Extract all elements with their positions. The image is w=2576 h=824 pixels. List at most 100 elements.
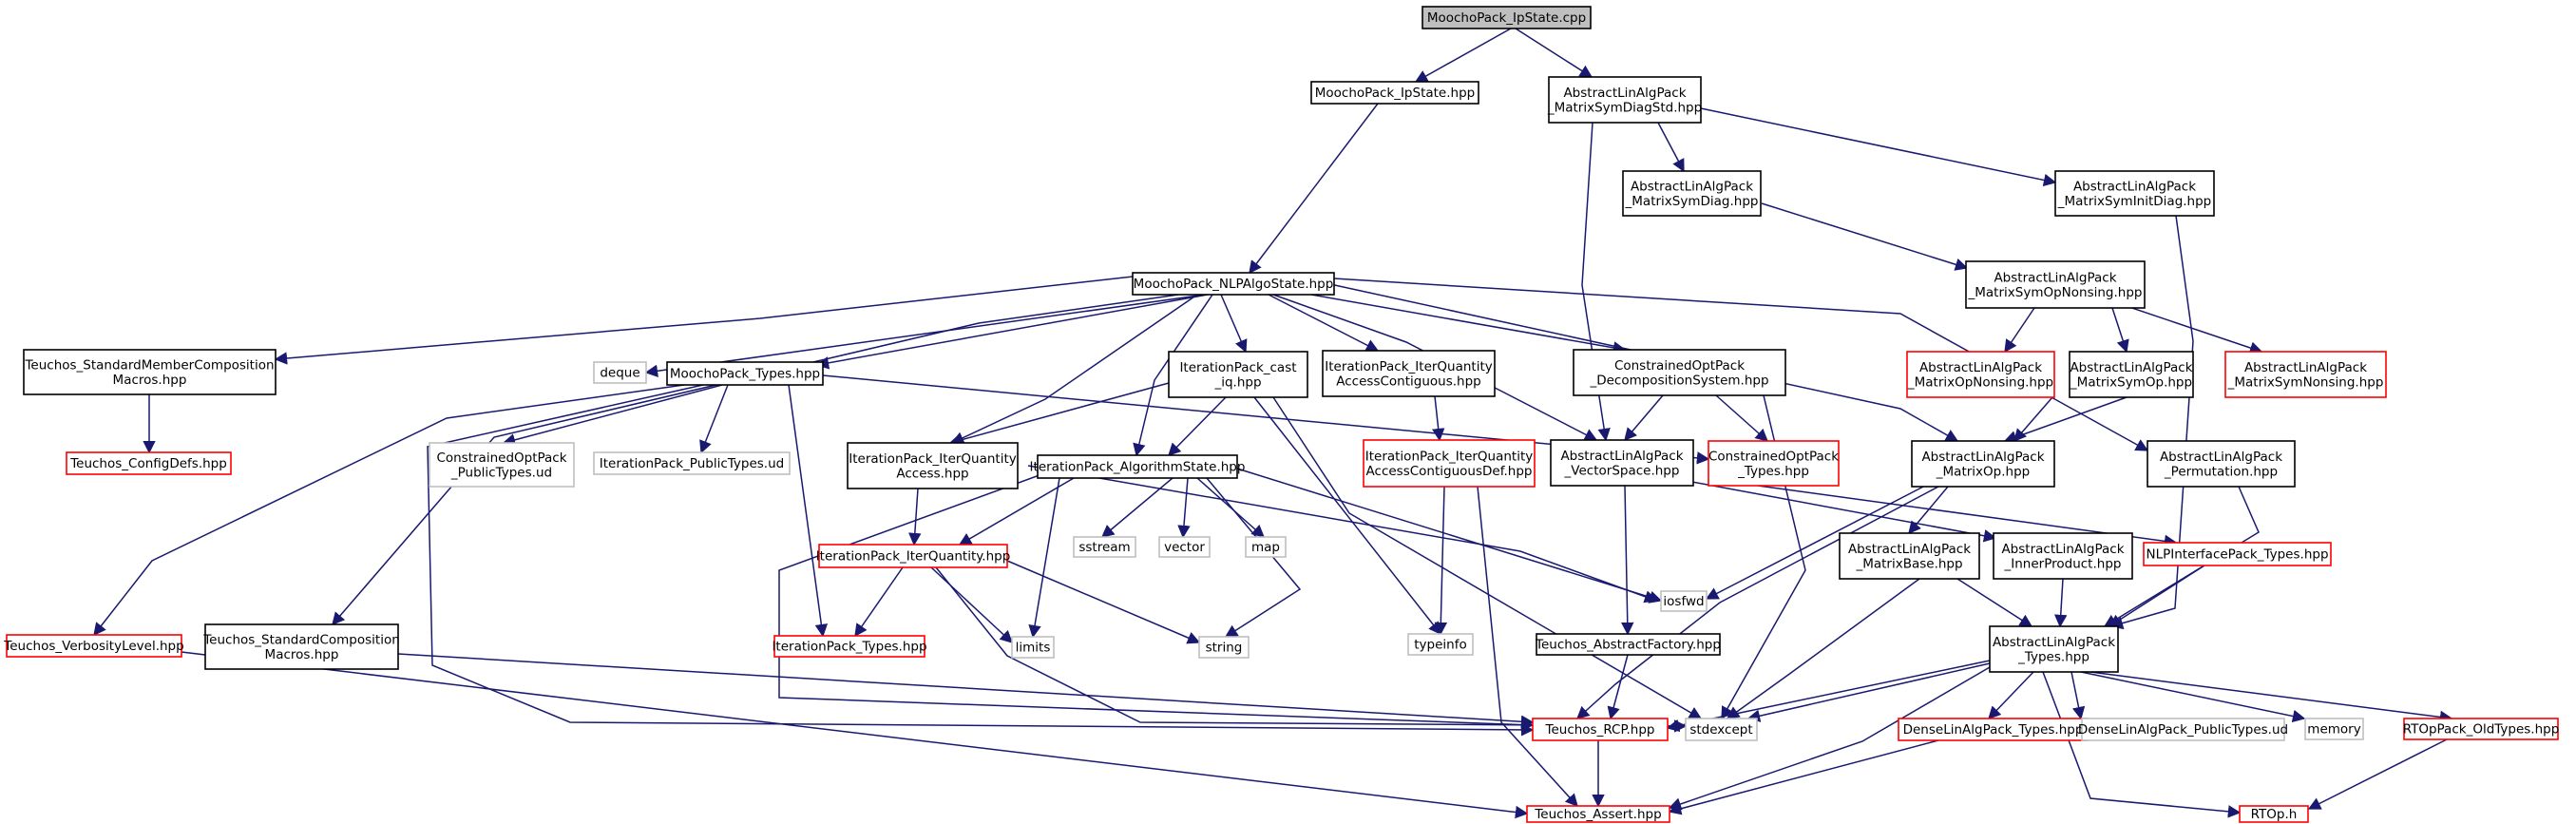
file-node-deque[interactable]: deque [593, 361, 647, 384]
file-node-sstream[interactable]: sstream [1073, 536, 1136, 558]
file-node-label: _MatrixBase.hpp [1855, 556, 1962, 571]
file-node-msdiagstd[interactable]: AbstractLinAlgPack_MatrixSymDiagStd.hpp [1547, 76, 1702, 124]
file-node-limits[interactable]: limits [1011, 636, 1055, 659]
file-node-label: vector [1164, 540, 1205, 555]
file-node-denselintypes[interactable]: DenseLinAlgPack_Types.hpp [1898, 718, 2089, 741]
file-node-label: _InnerProduct.hpp [2004, 556, 2122, 571]
file-node-box [2239, 805, 2309, 823]
dependency-edge [1268, 294, 1380, 352]
dependency-edge [950, 294, 1198, 444]
file-node-msinitdiag[interactable]: AbstractLinAlgPack_MatrixSymInitDiag.hpp [2054, 170, 2215, 217]
file-node-ipstate-cpp[interactable]: MoochoPack_IpState.cpp [1422, 6, 1592, 29]
file-node-rtopoldtypes[interactable]: RTOpPack_OldTypes.hpp [2403, 718, 2560, 740]
file-node-label: ConstrainedOptPack [1614, 358, 1745, 374]
file-node-decompsys[interactable]: ConstrainedOptPack_DecompositionSystem.h… [1573, 349, 1786, 396]
file-node-box [1911, 440, 2055, 488]
file-node-string[interactable]: string [1198, 636, 1250, 659]
dependency-edge [2003, 396, 2128, 444]
file-node-label: IterationPack_IterQuantity [1325, 359, 1493, 374]
file-node-copttypes[interactable]: ConstrainedOptPack_Types.hpp [1708, 440, 1840, 487]
file-node-box [23, 349, 277, 395]
file-node-teuchosassert[interactable]: Teuchos_Assert.hpp [1526, 805, 1670, 823]
file-node-matrixop[interactable]: AbstractLinAlgPack_MatrixOp.hpp [1911, 440, 2055, 488]
file-node-nlptypes[interactable]: NLPInterfacePack_Types.hpp [2143, 542, 2332, 566]
dependency-edge [1715, 394, 1769, 442]
file-node-label: _VectorSpace.hpp [1564, 463, 1680, 478]
file-node-label: IterationPack_IterQuantity [849, 451, 1017, 467]
file-node-map[interactable]: map [1245, 536, 1287, 558]
dependency-edge [699, 384, 729, 454]
file-node-ipstate-hpp[interactable]: MoochoPack_IpState.hpp [1310, 81, 1479, 105]
file-node-matrixbase[interactable]: AbstractLinAlgPack_MatrixBase.hpp [1839, 532, 1980, 580]
file-node-box [1622, 170, 1762, 217]
file-node-box [2081, 718, 2285, 741]
file-node-box [1198, 636, 1250, 659]
file-node-rtoph[interactable]: RTOp.h [2239, 805, 2309, 823]
dependency-edge [1746, 662, 1991, 722]
file-node-label: MoochoPack_IpState.cpp [1427, 10, 1586, 26]
file-node-label: AbstractLinAlgPack [2001, 542, 2124, 557]
file-node-stdexcept[interactable]: stdexcept [1685, 718, 1758, 741]
dependency-edge [1705, 483, 1930, 600]
file-node-nlpalgostate[interactable]: MoochoPack_NLPAlgoState.hpp [1132, 272, 1335, 296]
file-node-label: Teuchos_Assert.hpp [1534, 807, 1661, 822]
dependency-edge [1133, 294, 1213, 457]
file-node-box [1989, 625, 2119, 673]
file-node-rcp[interactable]: Teuchos_RCP.hpp [1532, 718, 1669, 741]
dependency-edge [1220, 294, 1248, 354]
file-node-alatypes[interactable]: AbstractLinAlgPack_Types.hpp [1989, 625, 2119, 673]
file-node-stdmembercomp[interactable]: Teuchos_StandardMemberCompositionMacros.… [23, 349, 277, 395]
file-node-iqaccesscontig[interactable]: IterationPack_IterQuantityAccessContiguo… [1322, 350, 1496, 397]
file-node-configdefs[interactable]: Teuchos_ConfigDefs.hpp [66, 451, 232, 475]
file-node-label: AccessContiguous.hpp [1336, 374, 1480, 389]
file-node-box [2069, 351, 2194, 398]
file-node-vector[interactable]: vector [1158, 536, 1211, 558]
dependency-edge [1908, 486, 1949, 535]
file-node-copt-pubud[interactable]: ConstrainedOptPack_PublicTypes.ud [429, 442, 575, 488]
file-node-moochotypes[interactable]: MoochoPack_Types.hpp [666, 361, 824, 386]
file-node-itertypes[interactable]: IterationPack_Types.hpp [772, 635, 927, 658]
file-node-iqaccesscontigdef[interactable]: IterationPack_IterQuantityAccessContiguo… [1363, 439, 1536, 488]
file-node-label: Macros.hpp [113, 373, 187, 388]
file-node-iterquantity[interactable]: IterationPack_IterQuantity.hpp [816, 544, 1011, 568]
dependency-edge [1272, 294, 1598, 441]
file-node-label: AbstractLinAlgPack [1560, 449, 1683, 464]
file-node-permutation[interactable]: AbstractLinAlgPack_Permutation.hpp [2147, 440, 2296, 488]
file-node-typeinfo[interactable]: typeinfo [1407, 633, 1474, 656]
file-node-label: _MatrixSymDiagStd.hpp [1547, 100, 1702, 115]
file-node-msdiag[interactable]: AbstractLinAlgPack_MatrixSymDiag.hpp [1622, 170, 1762, 217]
file-node-msymnonsing[interactable]: AbstractLinAlgPack_MatrixSymNonsing.hpp [2224, 351, 2387, 398]
file-node-box [1073, 536, 1136, 558]
file-node-vectorspace[interactable]: AbstractLinAlgPack_VectorSpace.hpp [1550, 439, 1694, 487]
file-node-dense-pubud[interactable]: DenseLinAlgPack_PublicTypes.ud [2078, 718, 2288, 741]
file-node-mopnonsing[interactable]: AbstractLinAlgPack_MatrixOpNonsing.hpp [1906, 351, 2055, 398]
file-node-box [1685, 718, 1758, 741]
file-node-iosfwd[interactable]: iosfwd [1660, 590, 1708, 612]
file-node-algostate[interactable]: IterationPack_AlgorithmState.hpp [1030, 454, 1246, 479]
dependency-edge [1956, 578, 2033, 627]
dependency-edge [788, 384, 829, 638]
file-node-innerproduct[interactable]: AbstractLinAlgPack_InnerProduct.hpp [1993, 532, 2133, 580]
file-node-memory[interactable]: memory [2304, 718, 2364, 740]
dependency-edge [2042, 671, 2242, 818]
file-node-label: AbstractLinAlgPack [1921, 450, 2044, 465]
file-node-label: Teuchos_RCP.hpp [1545, 722, 1655, 738]
file-node-absfactory[interactable]: Teuchos_AbstractFactory.hpp [1535, 633, 1721, 656]
file-node-box [1550, 439, 1694, 487]
file-node-label: _PublicTypes.ud [450, 465, 552, 480]
dependency-edge [502, 384, 723, 447]
file-node-itercast[interactable]: IterationPack_cast_iq.hpp [1168, 351, 1308, 398]
dependency-edge [958, 477, 1075, 546]
file-node-msopnonsing[interactable]: AbstractLinAlgPack_MatrixSymOpNonsing.hp… [1965, 260, 2146, 309]
file-node-msymop[interactable]: AbstractLinAlgPack_MatrixSymOp.hpp [2069, 351, 2194, 398]
dependency-edge [908, 488, 922, 546]
file-node-verbosity[interactable]: Teuchos_VerbosityLevel.hpp [3, 634, 184, 658]
file-node-box [429, 442, 575, 488]
file-node-box [1839, 532, 1980, 580]
dependency-edge [1177, 477, 1191, 539]
file-node-box [666, 361, 824, 386]
file-node-iter-pubud[interactable]: IterationPack_PublicTypes.ud [593, 451, 791, 475]
dependency-edge [1249, 103, 1379, 275]
